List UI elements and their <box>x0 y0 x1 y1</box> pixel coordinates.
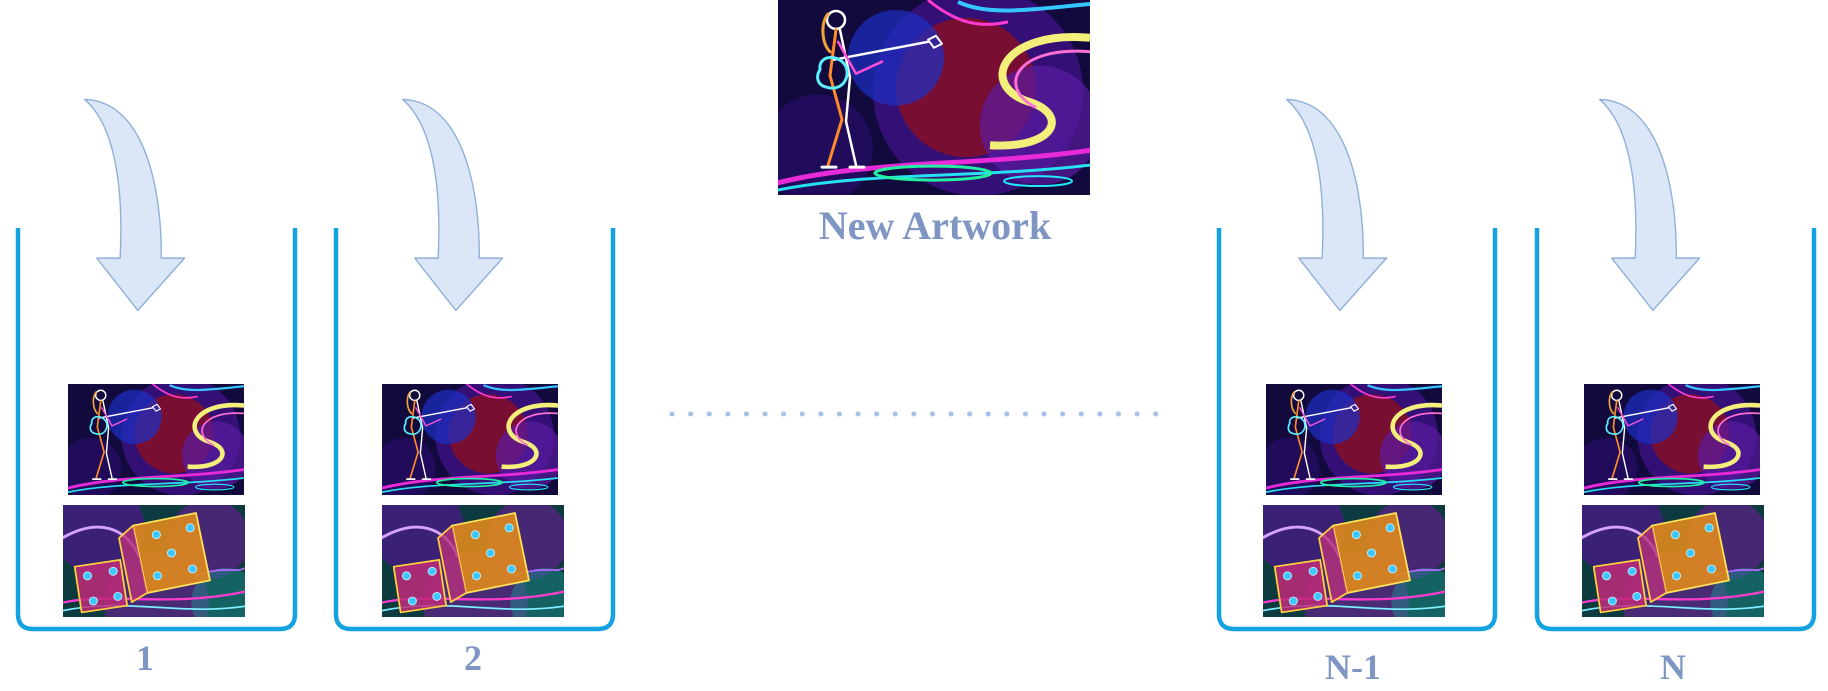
bucket-label-1: 1 <box>136 638 154 678</box>
curved-down-arrow-icon <box>401 98 504 312</box>
bucket-1 <box>15 98 298 632</box>
bucket-n-minus-1 <box>1216 98 1498 632</box>
bucket-n <box>1534 98 1817 632</box>
bucket-label-n: N <box>1660 647 1686 687</box>
curved-down-arrow-icon <box>83 98 186 312</box>
bucket-container <box>1534 228 1817 632</box>
bucket-container <box>15 228 298 632</box>
curved-down-arrow-icon <box>1285 98 1388 312</box>
bucket-container <box>1216 228 1498 632</box>
neon-guitarist-icon <box>374 377 564 500</box>
new-artwork <box>763 0 1100 204</box>
bucket-label-n-minus-1: N-1 <box>1325 647 1381 687</box>
bucket-container <box>333 228 616 632</box>
curved-down-arrow-icon <box>1598 98 1701 312</box>
neon-guitarist-icon <box>1258 377 1448 500</box>
neon-guitarist-icon <box>60 377 250 500</box>
new-artwork-title: New Artwork <box>818 203 1052 248</box>
bucket-label-2: 2 <box>464 638 482 678</box>
neon-guitarist-icon <box>1576 377 1766 500</box>
neon-guitarist-icon <box>763 0 1100 204</box>
bucket-2 <box>333 98 616 632</box>
